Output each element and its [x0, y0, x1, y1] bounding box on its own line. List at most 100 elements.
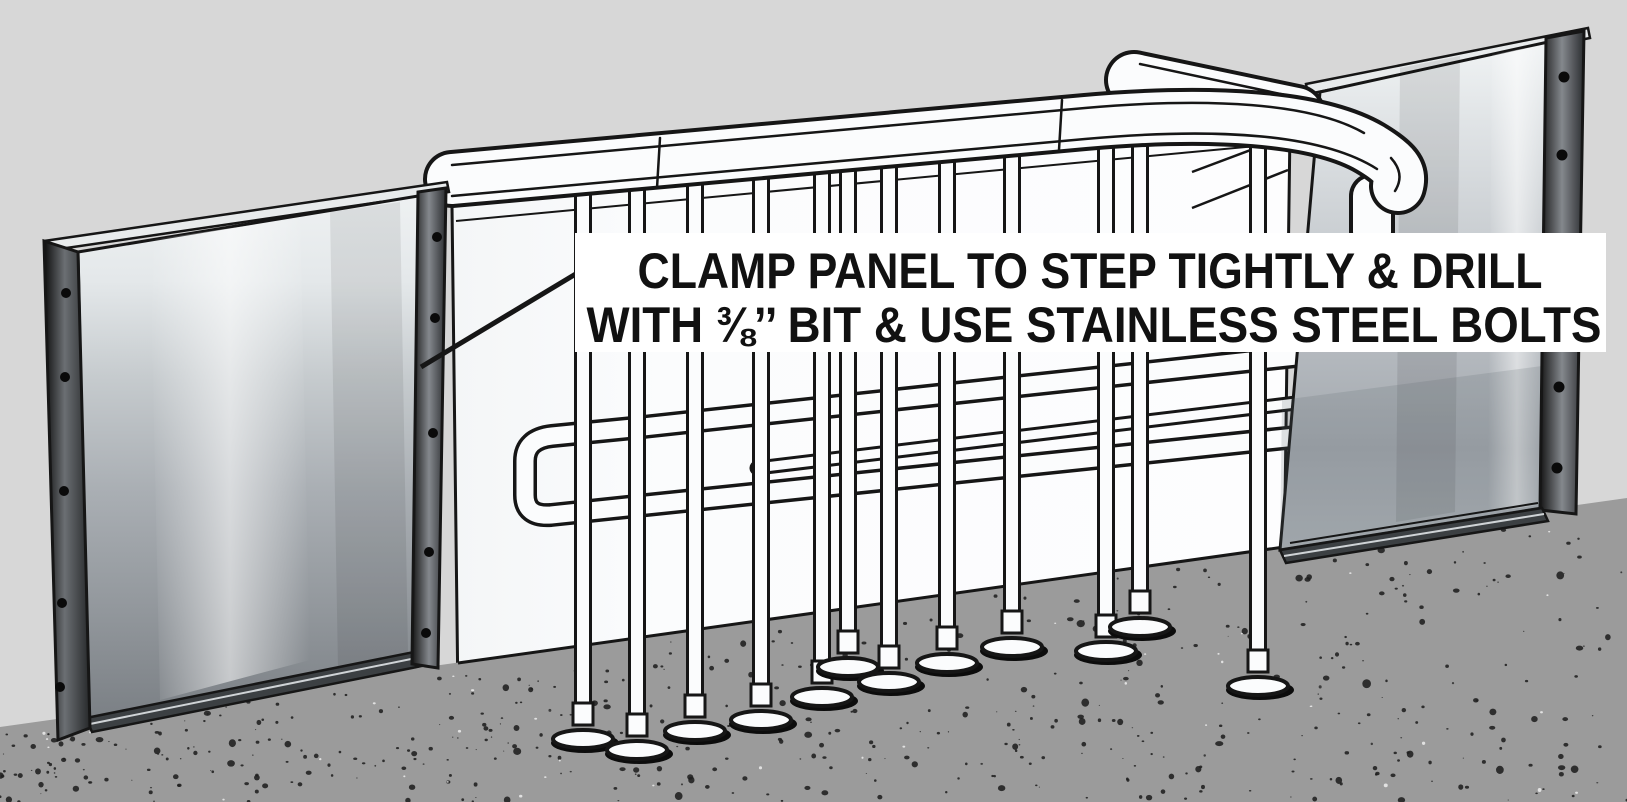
- speckle: [1596, 782, 1599, 784]
- speckle: [1597, 647, 1602, 651]
- speckle: [1483, 562, 1486, 564]
- speckle: [1082, 620, 1085, 622]
- speckle: [712, 767, 718, 772]
- speckle: [1300, 622, 1306, 627]
- speckle: [238, 739, 242, 742]
- speckle: [1133, 765, 1137, 767]
- speckle: [1081, 741, 1087, 747]
- annotation-line-2: WITH ⅜’’ BIT & USE STAINLESS STEEL BOLTS: [587, 297, 1602, 353]
- speckle: [206, 713, 209, 715]
- speckle: [513, 747, 522, 755]
- speckle: [1374, 773, 1378, 776]
- speckle: [53, 767, 57, 770]
- speckle: [1575, 645, 1584, 651]
- speckle: [74, 758, 81, 763]
- speckle: [46, 770, 50, 774]
- annotation-line-1: CLAMP PANEL TO STEP TIGHTLY & DRILL: [638, 243, 1543, 299]
- speckle: [1248, 789, 1252, 792]
- speckle: [179, 758, 182, 760]
- speckle: [38, 781, 44, 788]
- speckle: [804, 785, 811, 790]
- bolt-hole: [1553, 381, 1565, 393]
- speckle: [980, 762, 984, 765]
- bolt-hole: [421, 628, 431, 638]
- bolt-hole: [1558, 71, 1570, 83]
- speckle: [490, 736, 493, 738]
- speckle: [997, 785, 1006, 792]
- speckle: [482, 722, 487, 727]
- speckle: [649, 704, 653, 708]
- speckle: [1362, 660, 1365, 662]
- speckle: [338, 750, 342, 754]
- speckle: [519, 794, 523, 798]
- speckle: [227, 760, 235, 767]
- speckle: [1401, 584, 1405, 587]
- speckle: [1334, 652, 1340, 657]
- speckle: [405, 797, 411, 802]
- speckle: [1362, 679, 1371, 689]
- speckle: [1556, 571, 1565, 580]
- speckle: [1076, 620, 1085, 628]
- foot: [980, 636, 1044, 658]
- speckle: [1150, 752, 1153, 756]
- rail-joint-seam: [1057, 98, 1064, 152]
- speckle: [1205, 724, 1208, 727]
- speckle: [1452, 588, 1460, 593]
- speckle: [2, 753, 5, 755]
- speckle: [297, 782, 303, 787]
- speckle: [448, 773, 452, 777]
- bolt-hole: [55, 682, 65, 692]
- speckle: [439, 724, 441, 726]
- right-panel-bottom-highlight: [1283, 513, 1545, 557]
- speckle: [1124, 682, 1128, 685]
- leg-adjuster-collar: [625, 712, 649, 738]
- speckle: [5, 733, 9, 736]
- speckle: [1341, 666, 1346, 669]
- speckle: [1240, 632, 1243, 635]
- speckle: [1349, 572, 1352, 575]
- speckle: [1344, 635, 1347, 639]
- speckle: [778, 739, 784, 744]
- speckle: [1393, 751, 1397, 755]
- speckle: [17, 773, 23, 778]
- speckle: [1220, 734, 1226, 739]
- speckle: [872, 744, 876, 749]
- left-panel-reflection: [150, 218, 310, 700]
- speckle: [519, 701, 523, 704]
- speckle: [54, 776, 58, 778]
- speckle: [1505, 574, 1511, 579]
- speckle: [465, 674, 468, 677]
- speckle: [303, 754, 307, 759]
- speckle: [957, 777, 960, 780]
- speckle: [333, 692, 336, 696]
- speckle: [709, 665, 715, 671]
- speckle: [5, 796, 13, 802]
- speckle: [254, 774, 260, 781]
- speckle: [153, 747, 161, 755]
- speckle: [82, 768, 85, 771]
- speckle: [131, 779, 133, 781]
- leg-adjuster-collar: [749, 682, 773, 708]
- speckle: [1012, 728, 1015, 731]
- speckle: [161, 754, 164, 756]
- speckle: [395, 747, 400, 750]
- speckle: [569, 770, 572, 773]
- speckle: [1319, 656, 1322, 659]
- speckle: [62, 757, 66, 760]
- speckle: [1381, 696, 1383, 698]
- speckle: [902, 621, 908, 625]
- speckle: [771, 640, 775, 643]
- speckle: [1365, 563, 1370, 567]
- speckle: [1528, 535, 1532, 538]
- speckle: [781, 664, 784, 666]
- leg-adjuster-collar: [1000, 609, 1024, 635]
- speckle: [1168, 773, 1175, 780]
- speckle: [1446, 728, 1449, 730]
- speckle: [528, 684, 530, 686]
- rear-rail-groove: [1138, 62, 1292, 98]
- speckle: [1085, 796, 1089, 799]
- speckle: [790, 642, 794, 644]
- bolt-hole: [61, 288, 71, 298]
- speckle: [619, 767, 626, 772]
- speckle: [1535, 792, 1538, 795]
